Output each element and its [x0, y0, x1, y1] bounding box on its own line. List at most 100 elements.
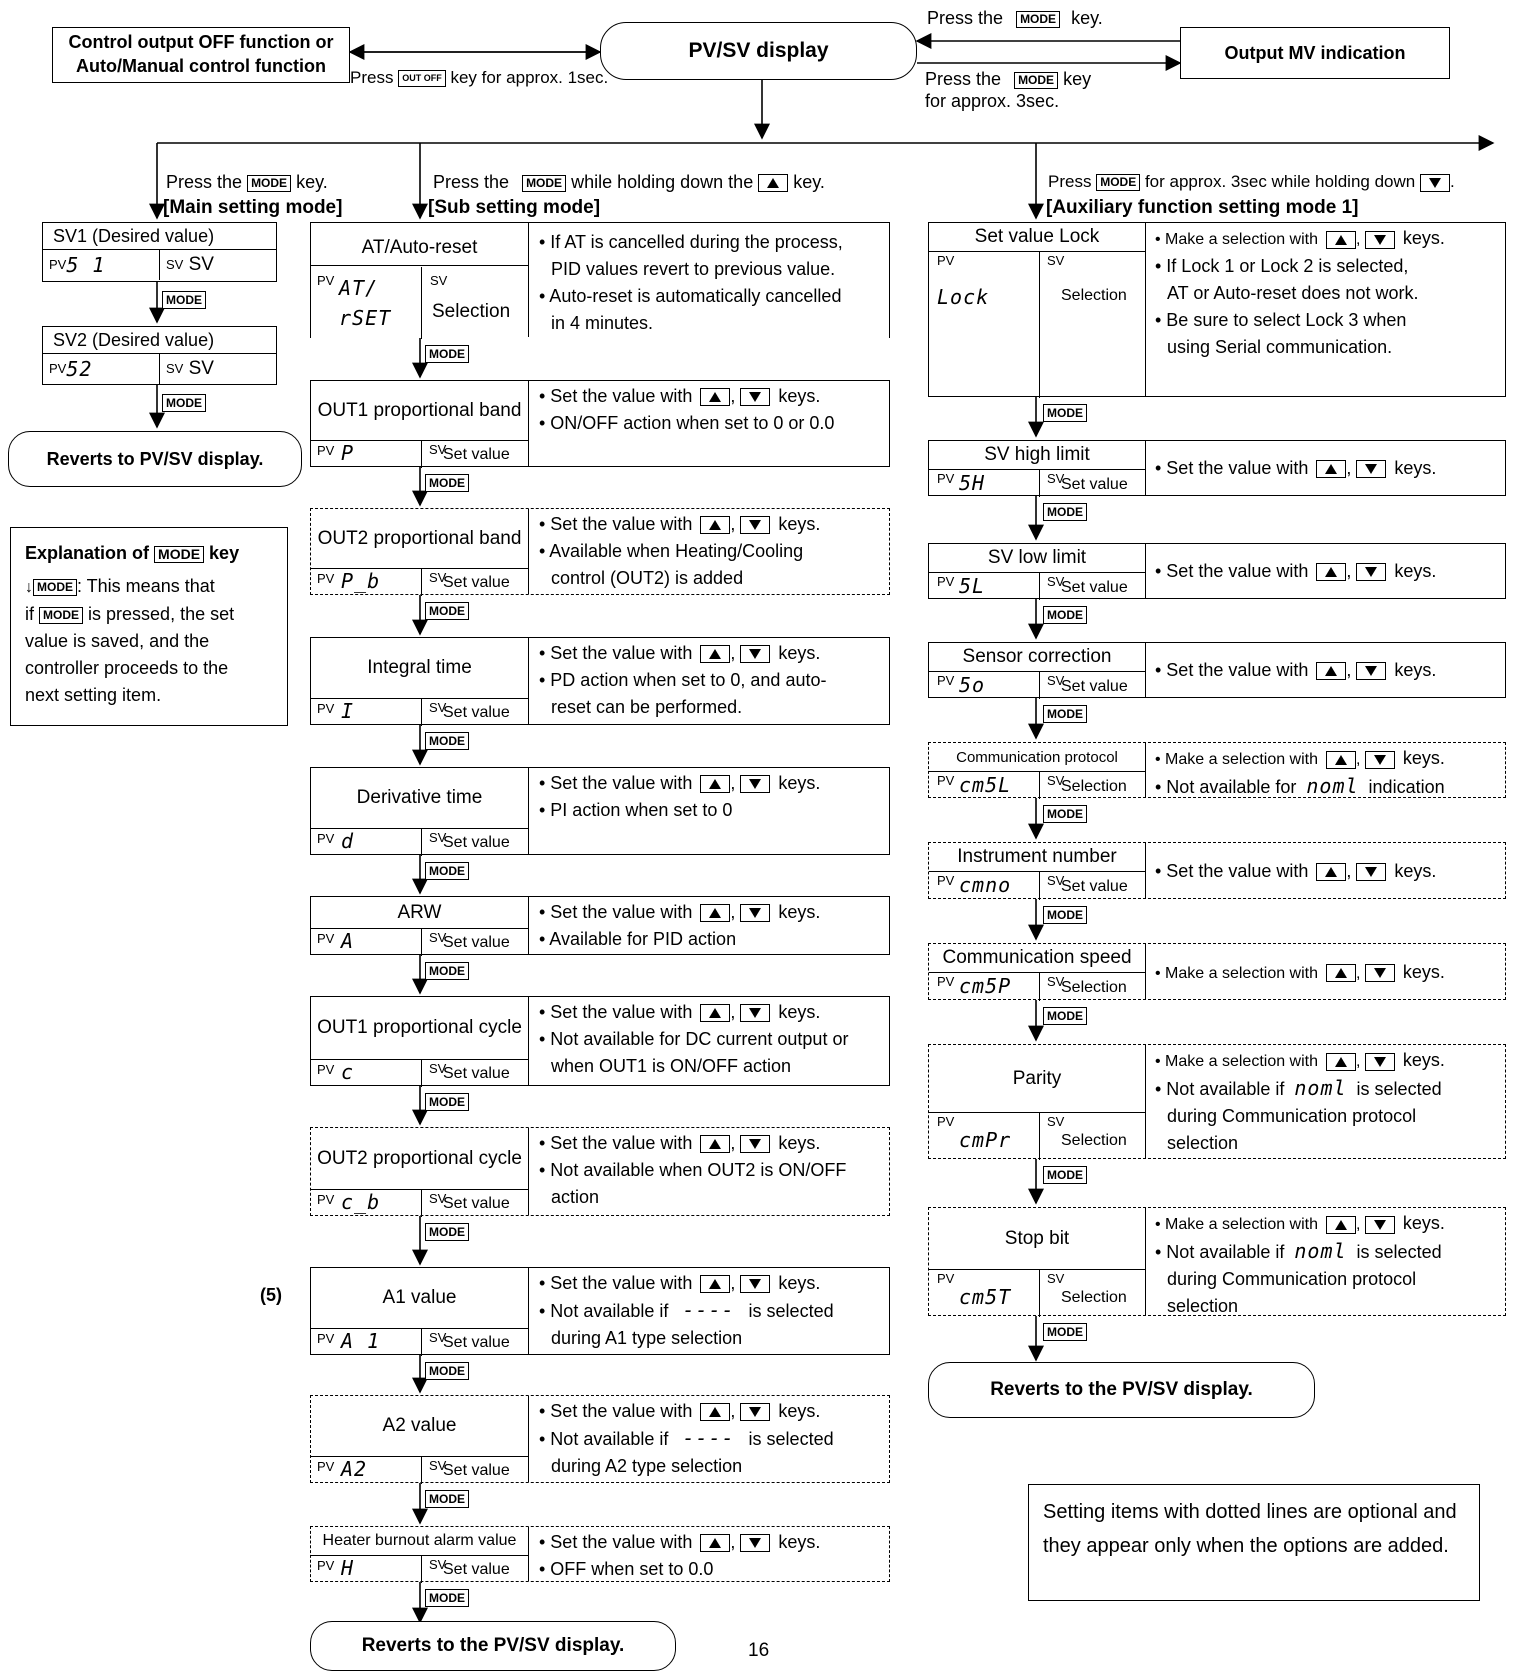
- desc-line: • Set the value with, keys.: [1155, 860, 1437, 881]
- desc-text: indication: [1368, 777, 1445, 797]
- explanation-title: Explanation of MODE key: [25, 540, 273, 567]
- aux-item-pv-value: 5o: [959, 673, 986, 697]
- divider: [421, 1328, 423, 1356]
- desc-line: • Set the value with, keys.: [539, 902, 821, 923]
- down-arrow-key-icon: [1419, 173, 1450, 192]
- press-mode-top-label: Press the: [927, 8, 1004, 28]
- sub-item-pv-value: H: [341, 1556, 355, 1580]
- mode-key-icon: MODE: [1014, 71, 1059, 89]
- down-arrow-key-icon: [1356, 862, 1387, 881]
- aux-item-name: Communication protocol: [956, 748, 1118, 766]
- mode-key-icon: MODE: [425, 1093, 469, 1111]
- output-mv-title: Output MV indication: [1224, 42, 1406, 63]
- up-arrow-key-icon: [1316, 662, 1347, 681]
- divider: [1039, 671, 1041, 699]
- down-arrow-key-icon: [1364, 1052, 1395, 1071]
- sv-label: SV: [1047, 974, 1065, 989]
- mode-key-icon: MODE: [1043, 1007, 1087, 1025]
- desc-line: • ON/OFF action when set to 0 or 0.0: [539, 413, 835, 433]
- desc-line: when OUT1 is ON/OFF action: [551, 1056, 792, 1076]
- sub-press-b: while holding down the: [571, 172, 754, 192]
- sub-item-name: AT/Auto-reset: [361, 237, 478, 258]
- pv-sv-title: PV/SV display: [688, 39, 829, 62]
- desc-line: • If Lock 1 or Lock 2 is selected,: [1155, 256, 1409, 276]
- control-off-line1: Control output OFF function or: [68, 32, 334, 52]
- press-mode-3sec-text: Press the MODE key for approx. 3sec.: [925, 68, 1091, 112]
- desc-text: • Make a selection with: [1155, 1216, 1319, 1233]
- optional-note-box: Setting items with dotted lines are opti…: [1028, 1484, 1480, 1601]
- divider: [311, 1328, 528, 1330]
- divider: [528, 997, 530, 1085]
- sv1-box: SV1 (Desired value) PV5 1 SV SV: [42, 222, 277, 282]
- sub-item-desc: • Set the value with, keys.• OFF when se…: [539, 1529, 889, 1583]
- desc-text: keys.: [1394, 660, 1437, 680]
- pv-label: PV: [937, 773, 955, 788]
- pv-label: PV: [937, 253, 955, 268]
- desc-text: • Make a selection with: [1155, 231, 1319, 248]
- pv-label: PV: [317, 1459, 335, 1474]
- down-arrow-key-icon: [740, 775, 771, 794]
- desc-text: keys.: [778, 643, 821, 663]
- noml-symbol: noml: [1294, 1076, 1347, 1100]
- mode-key-icon: MODE: [425, 474, 469, 492]
- sub-item-sv-value: Set value: [443, 1334, 510, 1351]
- divider: [1039, 1269, 1041, 1317]
- sub-item-name: A2 value: [382, 1415, 457, 1436]
- explanation-text-d: value is saved, and the: [25, 631, 210, 651]
- divider: [1039, 771, 1041, 799]
- mode-key-icon: MODE: [425, 602, 469, 620]
- press-mode-top-text: Press the MODE key.: [927, 8, 1103, 29]
- explanation-text-f: next setting item.: [25, 685, 162, 705]
- aux-item-sv-value: Set value: [1061, 678, 1128, 695]
- down-arrow-key-icon: [740, 904, 771, 923]
- aux-item-pv-value: 5L: [959, 574, 986, 598]
- aux-item-desc: • Make a selection with, keys.• Not avai…: [1155, 1047, 1505, 1157]
- explanation-title-b: key: [209, 543, 240, 563]
- press-mode-3sec-key: key: [1063, 69, 1092, 89]
- sub-item-sv-value: Set value: [443, 934, 510, 951]
- pv-label: PV: [317, 1192, 335, 1207]
- sub-item-desc: • Set the value with, keys.• Not availab…: [539, 1130, 889, 1211]
- up-arrow-key-icon: [700, 388, 731, 407]
- aux-item-name: Stop bit: [1004, 1227, 1070, 1249]
- desc-text: • Not available if: [1155, 1242, 1285, 1262]
- desc-line: • Make a selection with, keys.: [1155, 228, 1445, 249]
- divider: [421, 1189, 423, 1217]
- sub-item-desc: • If AT is cancelled during the process,…: [539, 229, 889, 337]
- sv-label: SV: [429, 1330, 447, 1345]
- sub-item-sv-value: Set value: [443, 834, 510, 851]
- down-arrow-key-icon: [740, 388, 771, 407]
- divider: [1145, 223, 1147, 396]
- sub-item-sv-value: Set value: [443, 1065, 510, 1082]
- desc-text: keys.: [778, 514, 821, 534]
- desc-text: • Make a selection with: [1155, 751, 1319, 768]
- mode-key-icon: MODE: [1043, 404, 1087, 422]
- desc-text: keys.: [1394, 561, 1437, 581]
- desc-text: • Set the value with: [1155, 458, 1309, 478]
- divider: [421, 1456, 423, 1484]
- desc-text: • Set the value with: [539, 773, 693, 793]
- aux-item-desc: • Make a selection with, keys. • If Lock …: [1155, 225, 1505, 361]
- aux-item-desc: • Make a selection with, keys.• Not avai…: [1155, 1210, 1505, 1320]
- pv-label: PV: [317, 931, 335, 946]
- aux-item-sv-value: Set value: [1061, 579, 1128, 596]
- sub-item-desc: • Set the value with, keys.• ON/OFF acti…: [539, 383, 889, 437]
- mode-key-icon: MODE: [1043, 705, 1087, 723]
- aux-mode-title: [Auxiliary function setting mode 1]: [1046, 197, 1359, 218]
- divider: [528, 381, 530, 466]
- divider: [1145, 944, 1147, 999]
- output-mv-box: Output MV indication: [1180, 27, 1450, 79]
- divider: [929, 1112, 1145, 1114]
- divider: [421, 928, 423, 956]
- desc-line: • Available when Heating/Cooling: [539, 541, 804, 561]
- desc-line: • Available for PID action: [539, 929, 737, 949]
- desc-text: • Set the value with: [539, 1133, 693, 1153]
- aux-item-name: Communication speed: [942, 947, 1132, 968]
- sv2-pv-cell: PV52: [43, 354, 160, 384]
- up-arrow-key-icon: [700, 1534, 731, 1553]
- desc-text: is selected: [1356, 1079, 1442, 1099]
- sv-label: SV: [429, 1061, 447, 1076]
- sv-label: SV: [1047, 574, 1065, 589]
